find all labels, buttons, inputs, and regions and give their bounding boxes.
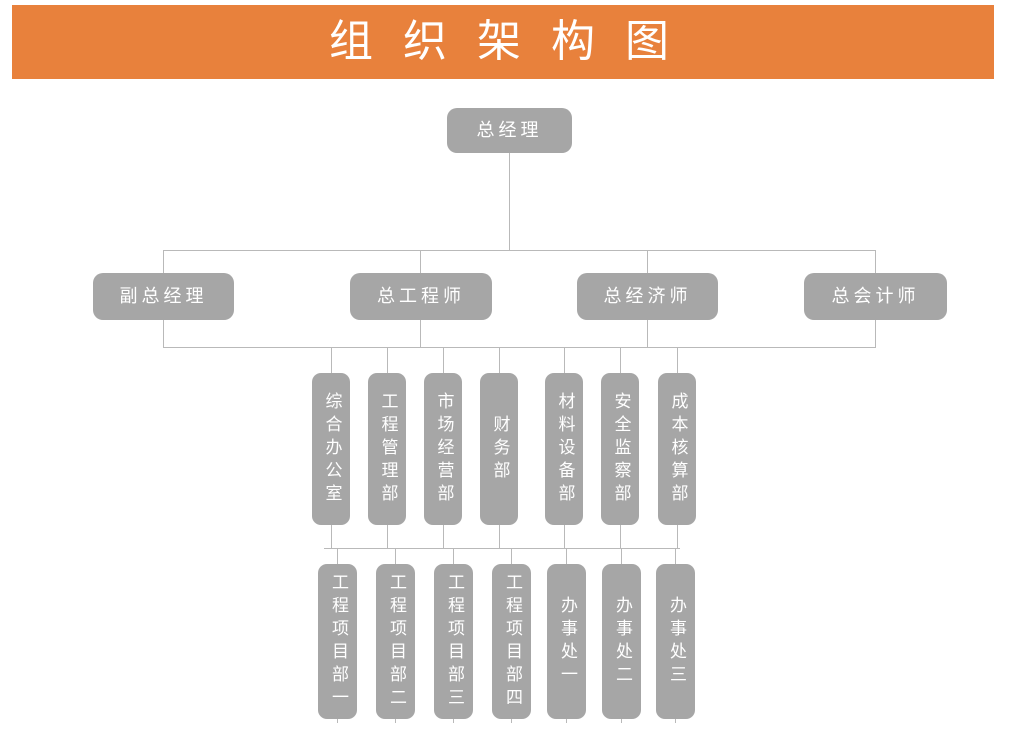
node-label: 材料设备部 (554, 391, 575, 507)
node-label: 总会计师 (831, 285, 920, 307)
node-project-dept-4: 工程项目部四 (492, 564, 531, 719)
node-label: 安全监察部 (610, 391, 631, 507)
node-label: 工程项目部四 (502, 572, 522, 711)
node-deputy-general-manager: 副总经理 (93, 273, 234, 320)
page-title: 组 织 架 构 图 (329, 16, 677, 67)
node-project-dept-2: 工程项目部二 (376, 564, 415, 719)
node-label: 办事处一 (557, 595, 577, 688)
node-chief-engineer: 总工程师 (350, 273, 492, 320)
node-project-dept-3: 工程项目部三 (434, 564, 473, 719)
node-field-office-3: 办事处三 (656, 564, 695, 719)
node-general-manager: 总经理 (447, 108, 572, 153)
node-chief-economist: 总经济师 (577, 273, 718, 320)
node-field-office-1: 办事处一 (547, 564, 586, 719)
node-engineering-management-dept: 工程管理部 (368, 373, 406, 525)
node-market-operations-dept: 市场经营部 (424, 373, 462, 525)
node-label: 工程管理部 (377, 391, 398, 507)
node-project-dept-1: 工程项目部一 (318, 564, 357, 719)
node-label: 财务部 (489, 414, 510, 484)
node-label: 成本核算部 (667, 391, 688, 507)
node-label: 综合办公室 (321, 391, 342, 507)
connector-bus-level3 (163, 347, 876, 348)
connector-bus-level4 (324, 548, 680, 549)
node-label: 总工程师 (377, 285, 465, 307)
connector-bus-level2 (163, 250, 876, 251)
connector-l1-drop (509, 152, 510, 250)
node-safety-supervision-dept: 安全监察部 (601, 373, 639, 525)
node-label: 总经理 (476, 119, 543, 141)
node-cost-accounting-dept: 成本核算部 (658, 373, 696, 525)
node-finance-dept: 财务部 (480, 373, 518, 525)
node-general-office: 综合办公室 (312, 373, 350, 525)
title-banner: 组 织 架 构 图 (12, 5, 994, 79)
node-chief-accountant: 总会计师 (804, 273, 947, 320)
node-label: 办事处三 (666, 595, 686, 688)
node-label: 副总经理 (119, 285, 208, 307)
node-label: 工程项目部三 (444, 572, 464, 711)
node-label: 办事处二 (612, 595, 632, 688)
node-materials-equipment-dept: 材料设备部 (545, 373, 583, 525)
node-label: 工程项目部一 (328, 572, 348, 711)
node-label: 总经济师 (603, 285, 692, 307)
node-label: 工程项目部二 (386, 572, 406, 711)
node-field-office-2: 办事处二 (602, 564, 641, 719)
node-label: 市场经营部 (433, 391, 454, 507)
